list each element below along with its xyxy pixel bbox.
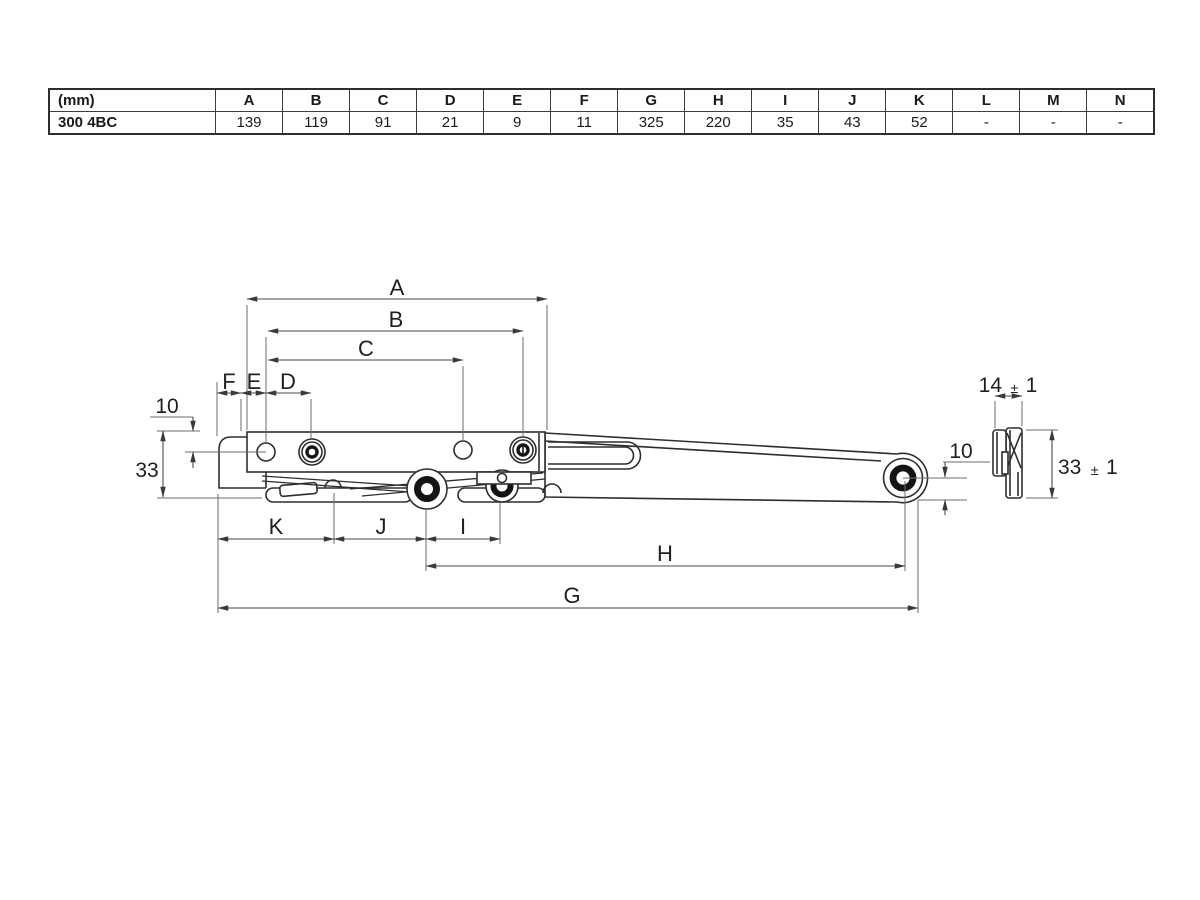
detail-width-value: 14 <box>979 374 1003 397</box>
table-data-row: 300 4BC 139 119 91 21 9 11 325 220 35 43… <box>48 111 1155 135</box>
value-D: 21 <box>416 111 485 135</box>
end-bracket <box>218 436 267 489</box>
detail-height-pm: ± <box>1091 462 1099 478</box>
arm-slot <box>548 441 642 470</box>
detail-width-tol: 1 <box>1026 374 1038 397</box>
dim-label-j: J <box>376 514 387 539</box>
model-label: 300 4BC <box>48 111 216 135</box>
value-B: 119 <box>282 111 351 135</box>
value-F: 11 <box>550 111 619 135</box>
dimension-labels: A B C F E D K J I H G 10 33 10 14 ± 1 33… <box>135 275 1117 608</box>
screw-hole-1 <box>298 438 326 466</box>
channel-end-view <box>992 427 1023 499</box>
dim-label-f: F <box>222 369 235 394</box>
dimension-lines <box>160 296 1055 611</box>
detail-width-pm: ± <box>1010 380 1018 396</box>
roller-plate <box>476 471 532 485</box>
roller-rear <box>476 469 562 503</box>
value-H: 220 <box>684 111 753 135</box>
detail-height-tol: 1 <box>1106 456 1118 479</box>
closer-body <box>246 431 546 473</box>
dim-label-a: A <box>390 275 405 300</box>
dimension-table: (mm) A B C D E F G H I J K L M N 300 4BC… <box>48 88 1155 135</box>
dim-label-k: K <box>269 514 284 539</box>
value-J: 43 <box>818 111 887 135</box>
value-A: 139 <box>214 111 284 135</box>
dim-label-g: G <box>563 583 580 608</box>
dim-label-h: H <box>657 541 673 566</box>
dim-label-d: D <box>280 369 296 394</box>
measure-33-tol: 33 ± 1 <box>1058 456 1118 479</box>
value-C: 91 <box>349 111 418 135</box>
value-I: 35 <box>751 111 820 135</box>
measure-33-left: 33 <box>135 459 158 482</box>
closer-arm <box>544 432 929 504</box>
measure-10-right: 10 <box>949 440 972 463</box>
dim-label-c: C <box>358 336 374 361</box>
roller-front <box>406 468 448 510</box>
dim-label-i: I <box>460 514 466 539</box>
measure-10-left: 10 <box>155 395 178 418</box>
table-header-row: (mm) A B C D E F G H I J K L M N <box>48 88 1155 112</box>
measure-14-tol: 14 ± 1 <box>979 374 1038 397</box>
value-G: 325 <box>617 111 686 135</box>
detail-height-value: 33 <box>1058 456 1081 479</box>
value-N: - <box>1086 111 1155 135</box>
mounting-holes <box>256 436 537 466</box>
dim-label-e: E <box>247 369 262 394</box>
dim-label-b: B <box>389 307 404 332</box>
door-closer-side-view <box>218 427 1023 510</box>
